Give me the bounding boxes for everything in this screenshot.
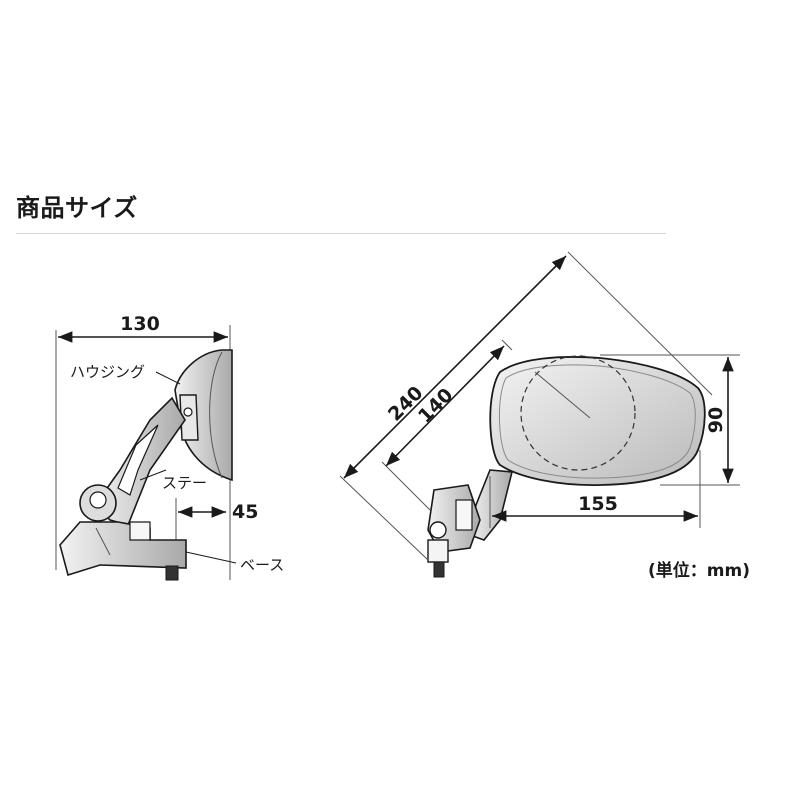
label-housing: ハウジング bbox=[70, 363, 145, 381]
title-divider bbox=[16, 233, 666, 234]
mount-circle bbox=[520, 355, 636, 471]
front-bolt bbox=[433, 561, 445, 578]
base-shape bbox=[59, 521, 187, 577]
label-base: ベース bbox=[240, 556, 284, 574]
dim-140-line bbox=[385, 345, 505, 467]
bolt-shape bbox=[165, 565, 179, 581]
dim-45-label: 45 bbox=[232, 501, 258, 523]
dim-130-label: 130 bbox=[120, 313, 160, 335]
dim-90-label: 90 bbox=[705, 407, 727, 433]
dim-155-label: 155 bbox=[578, 493, 618, 515]
label-stay: ステー bbox=[162, 474, 207, 492]
front-view: 240 140 90 155 bbox=[339, 251, 740, 578]
section-title: 商品サイズ bbox=[16, 194, 138, 222]
unit-note: (単位：mm) bbox=[648, 561, 750, 581]
mirror-body bbox=[489, 356, 706, 486]
side-view: 130 45 ハウジング ステー ベース bbox=[55, 313, 284, 581]
